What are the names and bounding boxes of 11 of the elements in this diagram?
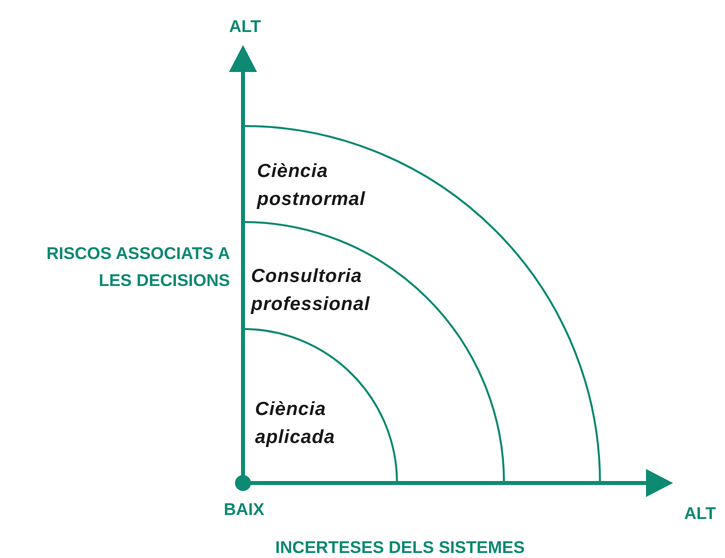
- zone-label: Ciència aplicada: [255, 398, 336, 450]
- axis-title: INCERTESES DELS SISTEMES: [274, 537, 526, 558]
- axis-end-label: BAIX: [222, 499, 266, 521]
- axis-end-label: ALT: [683, 503, 717, 525]
- quarter-circle-band: [243, 125, 601, 483]
- zone-label: Consultoria professional: [251, 265, 371, 317]
- quarter-circle-band: [243, 328, 398, 483]
- axis-title: RISCOS ASSOCIATS A LES DECISIONS: [45, 243, 230, 292]
- quarter-circle-band: [243, 221, 505, 483]
- axis-end-label: ALT: [228, 16, 262, 38]
- zone-label: Ciència postnormal: [257, 160, 366, 212]
